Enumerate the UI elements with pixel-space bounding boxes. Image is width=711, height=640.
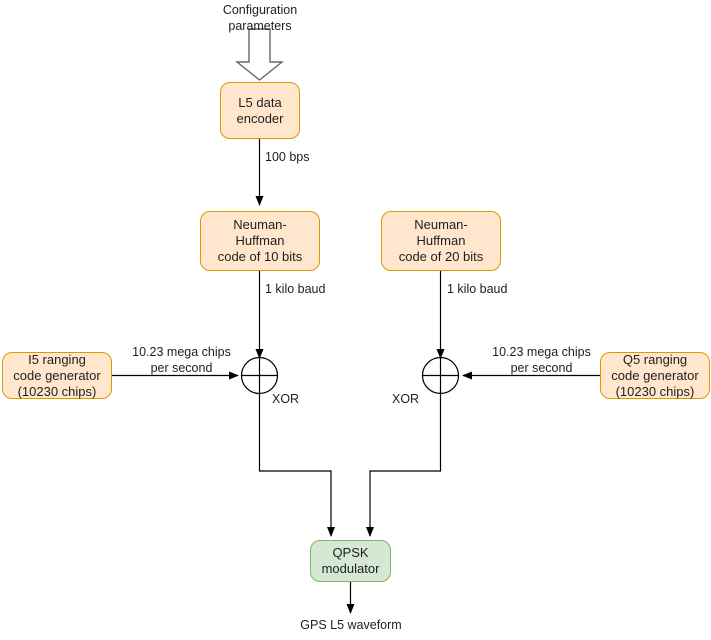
configuration-parameters-label: Configuration parameters <box>222 3 298 33</box>
edge-label-chip-rate-left: 10.23 mega chips per second <box>132 345 231 375</box>
node-nh-code-20-bits[interactable]: Neuman- Huffman code of 20 bits <box>381 211 501 271</box>
edge-xor-right-to-qpsk <box>366 393 442 537</box>
node-q5-ranging-code-generator[interactable]: Q5 ranging code generator (10230 chips) <box>600 352 710 399</box>
edge-xor-left-to-qpsk <box>258 393 335 537</box>
xor-left-label: XOR <box>272 392 300 406</box>
edge-label-1-kilo-baud-left: 1 kilo baud <box>265 282 326 296</box>
edge-label-1-kilo-baud-right: 1 kilo baud <box>447 282 508 296</box>
configuration-parameters-block-arrow <box>235 28 284 81</box>
node-nh-code-10-bits[interactable]: Neuman- Huffman code of 10 bits <box>200 211 320 271</box>
gps-l5-waveform-label: GPS L5 waveform <box>300 618 402 632</box>
node-qpsk-modulator[interactable]: QPSK modulator <box>310 540 391 582</box>
node-l5-data-encoder[interactable]: L5 data encoder <box>220 82 300 139</box>
xor-right-label: XOR <box>392 392 420 406</box>
node-i5-ranging-code-generator[interactable]: I5 ranging code generator (10230 chips) <box>2 352 112 399</box>
edge-label-chip-rate-right: 10.23 mega chips per second <box>492 345 591 375</box>
edge-label-100-bps: 100 bps <box>265 150 310 164</box>
